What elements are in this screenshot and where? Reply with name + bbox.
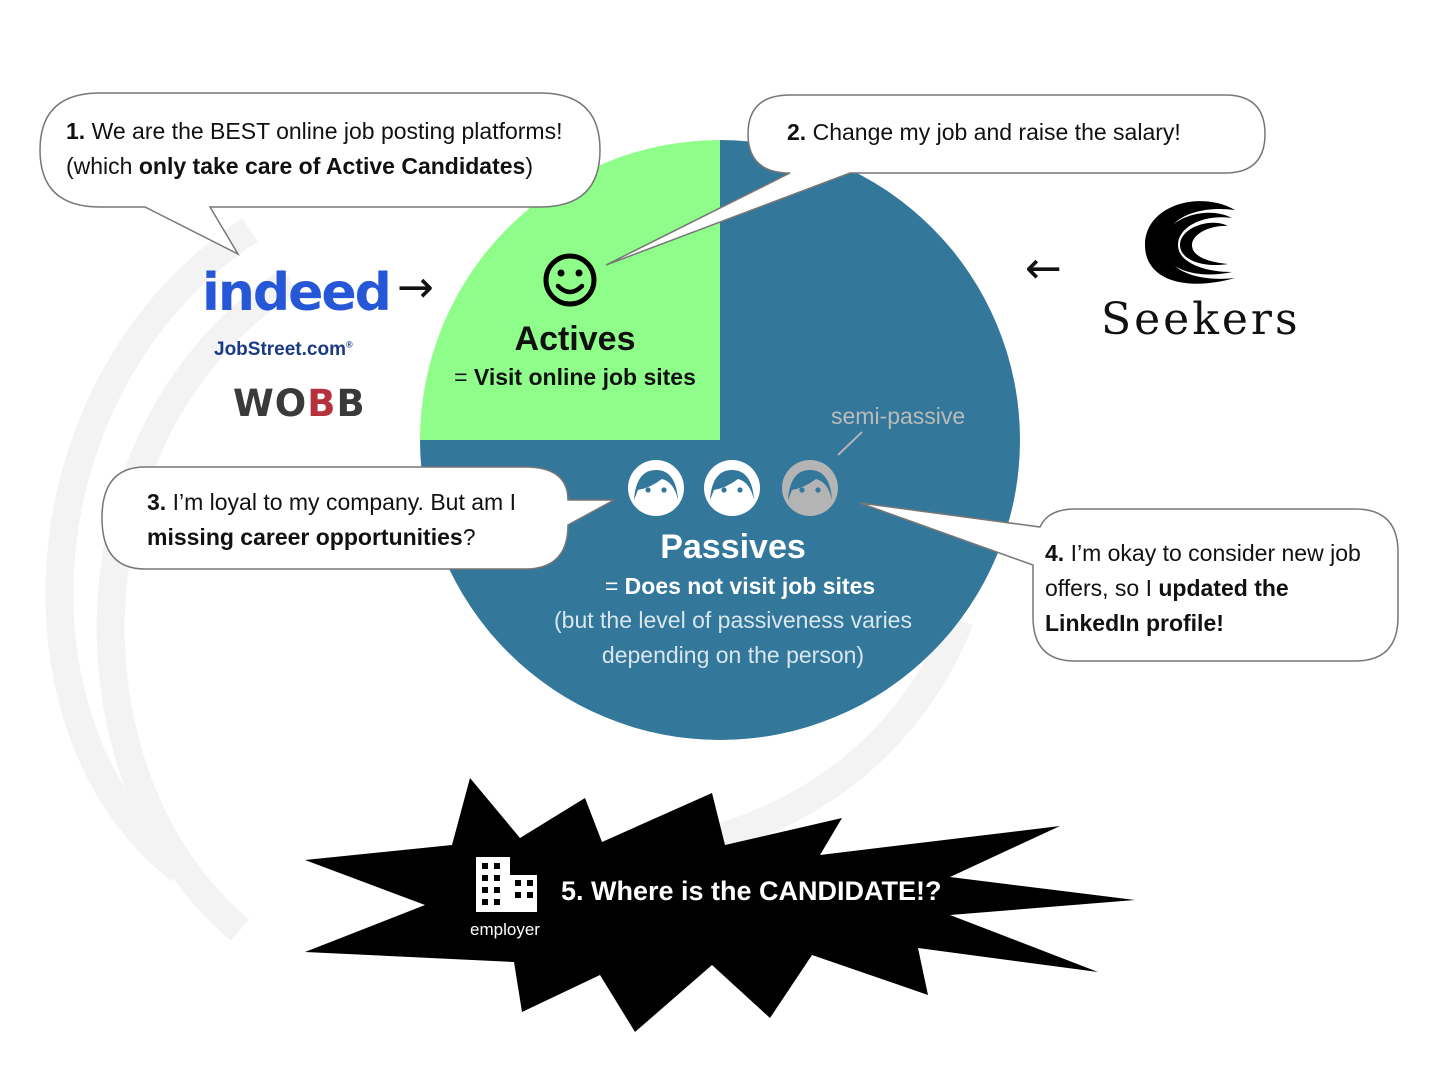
bubble-4-number: 4. <box>1045 540 1065 566</box>
seekers-logo-text: Seekers <box>1101 294 1301 345</box>
semi-passive-label: semi-passive <box>831 403 966 429</box>
speech-bubble-1 <box>39 92 601 256</box>
person-face-icon <box>704 460 760 516</box>
passives-note-line1: (but the level of passiveness varies <box>554 607 912 633</box>
speech-bubble-4 <box>859 502 1399 662</box>
actives-title: Actives <box>514 320 636 358</box>
explosion-burst <box>305 778 1135 1032</box>
arrow-left-icon: ← <box>1025 243 1062 294</box>
indeed-logo: indeed <box>202 263 392 323</box>
jobstreet-registered-mark: ® <box>345 339 353 350</box>
passives-title: Passives <box>660 528 806 566</box>
bubble-4-line2-bold: updated the <box>1158 575 1289 601</box>
smiley-icon <box>543 253 597 307</box>
bubble-3-text: 3. I’m loyal to my company. But am I mis… <box>147 485 516 555</box>
passives-note-line2: depending on the person) <box>601 642 865 668</box>
speech-bubble-2 <box>605 94 1266 266</box>
actives-prefix: = <box>454 364 474 390</box>
actives-desc: Visit online job sites <box>473 364 696 390</box>
wobb-logo: WOBB <box>233 382 366 425</box>
passives-desc: Does not visit job sites <box>624 573 876 599</box>
bubble-4-line1: I’m okay to consider new job <box>1070 540 1361 566</box>
semi-passive-pointer <box>837 431 863 456</box>
bubble-1-line2-suffix: ) <box>525 153 533 179</box>
bubble-1-line2-bold: only take care of Active Candidates <box>138 153 526 179</box>
semi-passive-face-icon <box>782 460 838 516</box>
bubble-1-text: 1. We are the BEST online job posting pl… <box>66 114 562 184</box>
burst-headline: 5. Where is the CANDIDATE!? <box>561 876 942 906</box>
bubble-1-line1: We are the BEST online job posting platf… <box>91 118 563 144</box>
wobb-logo-part-2: B <box>307 382 337 425</box>
speech-bubble-3 <box>101 466 615 570</box>
bubble-3-line2-suffix: ? <box>462 524 476 550</box>
arrow-right-icon: → <box>397 262 434 313</box>
bubble-4-text: 4. I’m okay to consider new job offers, … <box>1045 536 1361 641</box>
bubble-1-number: 1. <box>66 118 86 144</box>
bubble-2-number: 2. <box>787 119 807 145</box>
bubble-3-line2-bold: missing career opportunities <box>147 524 463 550</box>
employer-label: employer <box>470 920 540 939</box>
passives-description: = Does not visit job sites <box>540 573 940 600</box>
jobstreet-logo: JobStreet.com® <box>214 339 353 361</box>
bubble-4-line2-prefix: offers, so I <box>1045 575 1159 601</box>
bubble-4-line3-bold: LinkedIn profile! <box>1045 610 1224 636</box>
bubble-3-line1: I’m loyal to my company. But am I <box>172 489 516 515</box>
bubble-2-line: Change my job and raise the salary! <box>812 119 1181 145</box>
actives-description: = Visit online job sites <box>420 364 730 391</box>
person-face-icon <box>628 460 684 516</box>
seekers-logo-mark <box>1145 201 1235 284</box>
bubble-2-text: 2. Change my job and raise the salary! <box>787 115 1181 150</box>
passives-prefix: = <box>604 573 625 599</box>
wobb-logo-part-1: WO <box>233 382 308 425</box>
bubble-3-number: 3. <box>147 489 167 515</box>
bubble-1-line2-prefix: (which <box>66 153 139 179</box>
jobstreet-logo-text: JobStreet.com <box>214 339 346 360</box>
wobb-logo-part-3: B <box>336 382 366 425</box>
building-icon <box>476 857 537 912</box>
